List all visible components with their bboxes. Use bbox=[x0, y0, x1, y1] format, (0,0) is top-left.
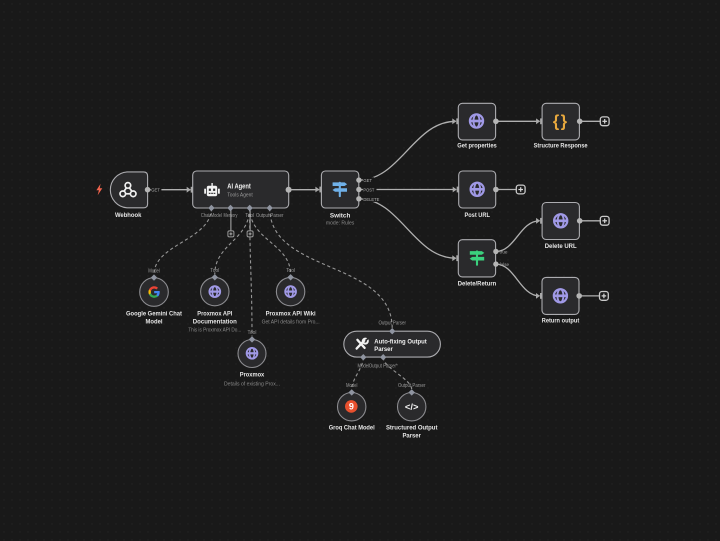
svg-text:</>: </> bbox=[405, 402, 419, 412]
svg-text:Details of existing Prox...: Details of existing Prox... bbox=[224, 382, 280, 388]
svg-text:GET: GET bbox=[151, 188, 160, 194]
svg-text:Delete/Return: Delete/Return bbox=[458, 281, 497, 288]
svg-text:GET: GET bbox=[363, 178, 372, 184]
svg-text:Model: Model bbox=[148, 268, 160, 274]
svg-text:Structure Response: Structure Response bbox=[534, 142, 589, 149]
svg-text:Delete URL: Delete URL bbox=[545, 243, 577, 250]
svg-text:Model: Model bbox=[346, 383, 358, 389]
svg-text:POST: POST bbox=[363, 188, 374, 194]
svg-text:{}: {} bbox=[553, 113, 569, 131]
svg-text:Post URL: Post URL bbox=[464, 212, 490, 219]
svg-text:Model: Model bbox=[146, 319, 163, 326]
svg-text:DELETE: DELETE bbox=[363, 197, 380, 203]
svg-text:false: false bbox=[500, 262, 510, 268]
svg-text:Proxmox API: Proxmox API bbox=[197, 311, 232, 318]
svg-text:Parser: Parser bbox=[402, 433, 421, 440]
svg-text:Chat Model: Chat Model bbox=[201, 213, 222, 219]
svg-text:Switch: Switch bbox=[330, 213, 351, 220]
svg-text:Output Parser: Output Parser bbox=[378, 321, 406, 327]
svg-text:Structured Output: Structured Output bbox=[386, 425, 438, 432]
svg-text:Tools Agent: Tools Agent bbox=[227, 193, 253, 199]
svg-text:Google Gemini Chat: Google Gemini Chat bbox=[126, 311, 182, 318]
svg-text:Output Parser: Output Parser bbox=[256, 213, 284, 219]
svg-text:mode: Rules: mode: Rules bbox=[326, 221, 355, 227]
svg-text:Parser: Parser bbox=[374, 346, 393, 353]
svg-text:Return output: Return output bbox=[542, 318, 580, 325]
svg-text:Tool: Tool bbox=[286, 268, 295, 274]
svg-text:Documentation: Documentation bbox=[193, 319, 237, 326]
svg-text:Groq Chat Model: Groq Chat Model bbox=[329, 425, 375, 432]
svg-text:Proxmox: Proxmox bbox=[240, 372, 265, 379]
svg-text:Webhook: Webhook bbox=[115, 212, 142, 219]
svg-text:Tool: Tool bbox=[245, 213, 254, 219]
svg-text:Model: Model bbox=[358, 364, 370, 370]
svg-text:Proxmox API Wiki: Proxmox API Wiki bbox=[266, 311, 316, 318]
svg-text:Auto-fixing Output: Auto-fixing Output bbox=[374, 338, 427, 345]
svg-text:Tool: Tool bbox=[248, 330, 257, 336]
svg-text:Output Parser*: Output Parser* bbox=[369, 364, 398, 370]
svg-text:Get properties: Get properties bbox=[457, 142, 497, 149]
svg-text:This is Proxmox API Do...: This is Proxmox API Do... bbox=[188, 328, 241, 334]
svg-text:Tool: Tool bbox=[210, 268, 219, 274]
svg-text:Get API details from Pro...: Get API details from Pro... bbox=[262, 320, 320, 326]
svg-text:AI Agent: AI Agent bbox=[227, 184, 251, 191]
svg-text:Output Parser: Output Parser bbox=[398, 383, 426, 389]
svg-text:Memory: Memory bbox=[224, 213, 238, 219]
svg-text:true: true bbox=[500, 249, 508, 255]
svg-text:9: 9 bbox=[349, 402, 354, 412]
